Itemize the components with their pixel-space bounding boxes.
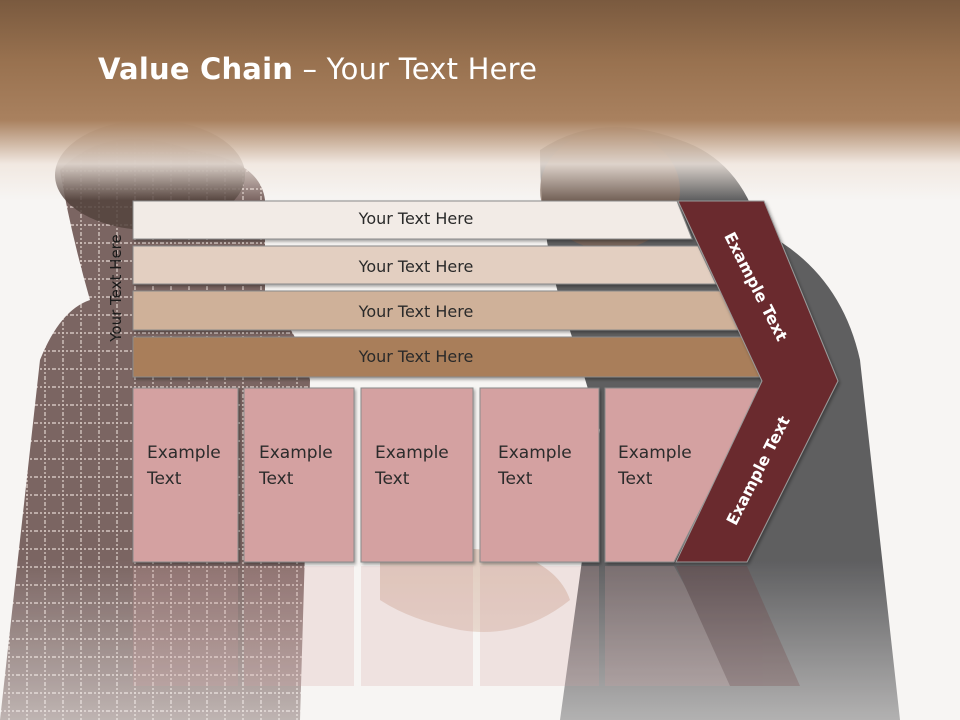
title-rest: – Your Text Here (293, 52, 538, 86)
primary-box-2 (243, 387, 355, 563)
primary-box-3-line2: Text (375, 469, 410, 489)
primary-box-5-line1: Example (618, 443, 692, 463)
margin-chevron (675, 200, 839, 563)
primary-box-5-text: Example Text (618, 440, 692, 492)
primary-box-2-line1: Example (259, 443, 333, 463)
support-bar-4-label: Your Text Here (358, 347, 474, 366)
support-bar-1 (132, 200, 693, 240)
diagram-reflection (133, 566, 800, 686)
support-bar-2-label: Your Text Here (358, 257, 474, 276)
title-banner (0, 0, 960, 200)
primary-box-4-text: Example Text (498, 440, 572, 492)
primary-box-3-line1: Example (375, 443, 449, 463)
primary-box-1-line1: Example (147, 443, 221, 463)
primary-box-1 (132, 387, 239, 563)
primary-box-4-line2: Text (498, 469, 533, 489)
primary-box-3 (360, 387, 474, 563)
primary-box-1-line2: Text (147, 469, 182, 489)
slide-title: Value Chain – Your Text Here (98, 52, 537, 86)
support-bar-2 (132, 245, 717, 285)
primary-box-4 (479, 387, 600, 563)
primary-box-3-text: Example Text (375, 440, 449, 492)
primary-box-5-line2: Text (618, 469, 653, 489)
primary-box-2-line2: Text (259, 469, 294, 489)
primary-box-2-text: Example Text (259, 440, 333, 492)
primary-box-1-text: Example Text (147, 440, 221, 492)
primary-box-4-line1: Example (498, 443, 572, 463)
title-bold: Value Chain (98, 52, 294, 86)
support-bar-3-label: Your Text Here (358, 302, 474, 321)
support-bar-1-label: Your Text Here (358, 209, 474, 228)
primary-box-5 (604, 387, 763, 563)
